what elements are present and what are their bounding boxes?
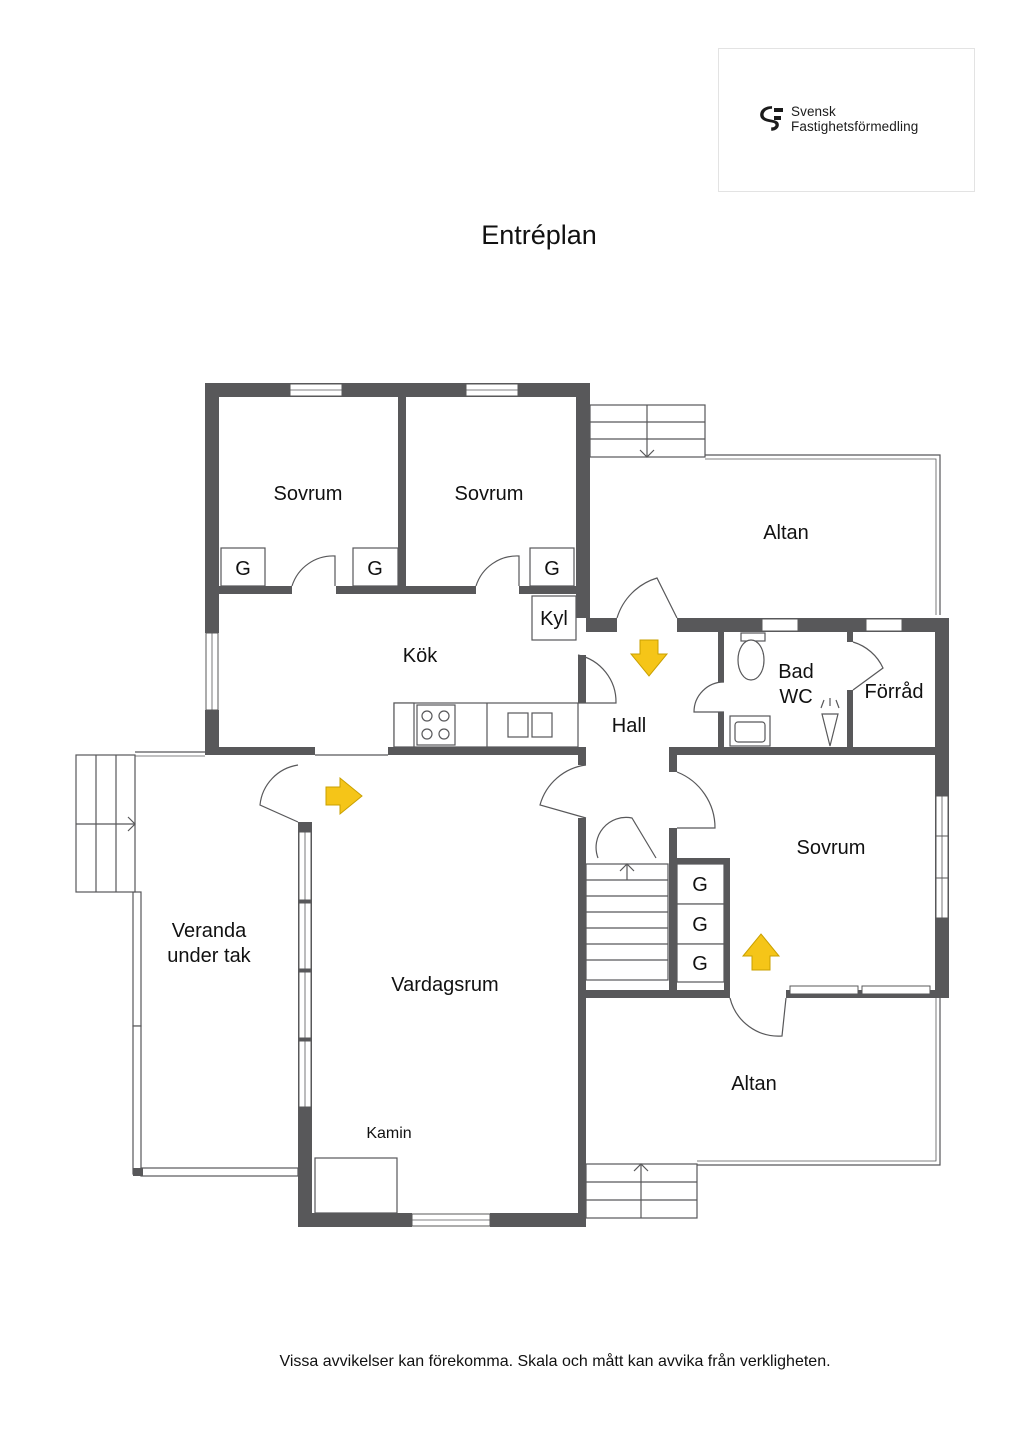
- fridge-box: [531, 595, 577, 641]
- wardrobe-label: G: [692, 953, 708, 975]
- shower-icon: [821, 713, 839, 747]
- room-label-veranda: Veranda: [172, 920, 247, 942]
- arrow-up-icon: [741, 933, 781, 971]
- disclaimer: Vissa avvikelser kan förekomma. Skala oc…: [279, 1353, 831, 1370]
- room-label-bad: Bad: [778, 661, 814, 683]
- walls: [205, 383, 949, 1227]
- room-label-kok: Kök: [403, 645, 438, 667]
- page-title: Entréplan: [481, 220, 597, 250]
- bathroom-fixtures: [729, 632, 840, 747]
- stove: [416, 704, 456, 746]
- room-label-sovrum: Sovrum: [455, 483, 524, 505]
- window: [861, 985, 931, 995]
- windows: [205, 383, 949, 1227]
- room-label-hall: Hall: [612, 715, 646, 737]
- arrow-right-icon: [325, 776, 363, 816]
- wardrobe-label: G: [692, 874, 708, 896]
- stairs-altan-bottom: [585, 1163, 698, 1219]
- room-label-kamin: Kamin: [366, 1125, 411, 1142]
- arrow-down-icon: [629, 639, 669, 677]
- brand-name-line2: Fastighetsförmedling: [791, 119, 919, 134]
- window: [789, 985, 859, 995]
- logo-box: Svensk Fastighetsförmedling: [718, 48, 975, 192]
- brand-name-line1: Svensk: [791, 104, 836, 119]
- kitchen-fixtures: [393, 702, 579, 748]
- altan-top-railing: [705, 454, 941, 615]
- wardrobe-label: G: [544, 558, 560, 580]
- window: [865, 618, 903, 632]
- wardrobe-label: G: [235, 558, 251, 580]
- room-label-sovrum: Sovrum: [797, 837, 866, 859]
- room-label-altan: Altan: [731, 1073, 777, 1095]
- stairs-hall: [585, 863, 669, 981]
- window: [761, 618, 799, 632]
- sf-logo-icon: [760, 106, 783, 131]
- wardrobe-box: [676, 943, 725, 983]
- brand-name: Svensk Fastighetsförmedling: [791, 104, 918, 134]
- toilet: [737, 639, 765, 681]
- stairs-altan-top: [589, 404, 706, 458]
- room-label-forrad: Förråd: [865, 681, 924, 703]
- room-label-altan: Altan: [763, 522, 809, 544]
- fridge-label: Kyl: [540, 608, 568, 630]
- sink: [507, 712, 529, 738]
- room-label-vardagsrum: Vardagsrum: [391, 974, 498, 996]
- stairs-veranda: [75, 754, 136, 893]
- altan-bottom-railing: [697, 996, 941, 1166]
- entrance-arrows: [325, 639, 781, 971]
- wardrobe-box: [352, 547, 399, 587]
- wardrobe-label: G: [367, 558, 383, 580]
- wardrobe-box: [529, 547, 575, 587]
- room-label-veranda-under-tak: under tak: [167, 945, 251, 967]
- wardrobe-box: [676, 903, 725, 945]
- room-label-sovrum: Sovrum: [274, 483, 343, 505]
- wardrobe-label: G: [692, 914, 708, 936]
- room-label-wc: WC: [779, 686, 812, 708]
- doors: [259, 555, 884, 1037]
- fireplace: [314, 1157, 398, 1214]
- wardrobe-box: [676, 863, 725, 905]
- wardrobe-box: [220, 547, 266, 587]
